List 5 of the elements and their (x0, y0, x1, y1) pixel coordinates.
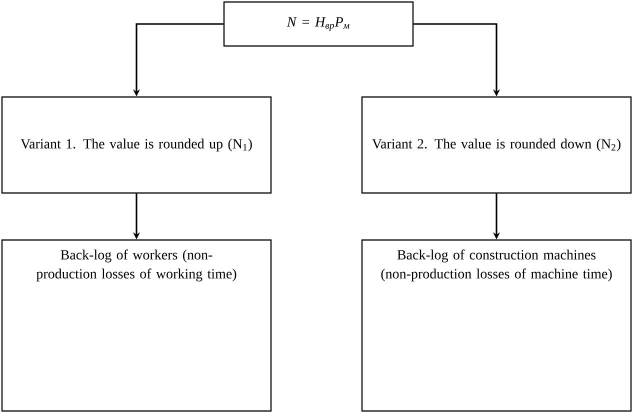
process-box: Variant 2. The value is rounded down (N$_{2}$) (361, 96, 632, 194)
process-box: Back-log of workers (non-production losses of working time) (1, 239, 272, 412)
process-box: N = H$_{вр}$P$_{м}$ (223, 1, 414, 47)
process-box: Back-log of construction machines (non-production losses of machine time) (361, 239, 632, 412)
process-box: Variant 1. The value is rounded up (N$_{1}$) (1, 96, 272, 194)
